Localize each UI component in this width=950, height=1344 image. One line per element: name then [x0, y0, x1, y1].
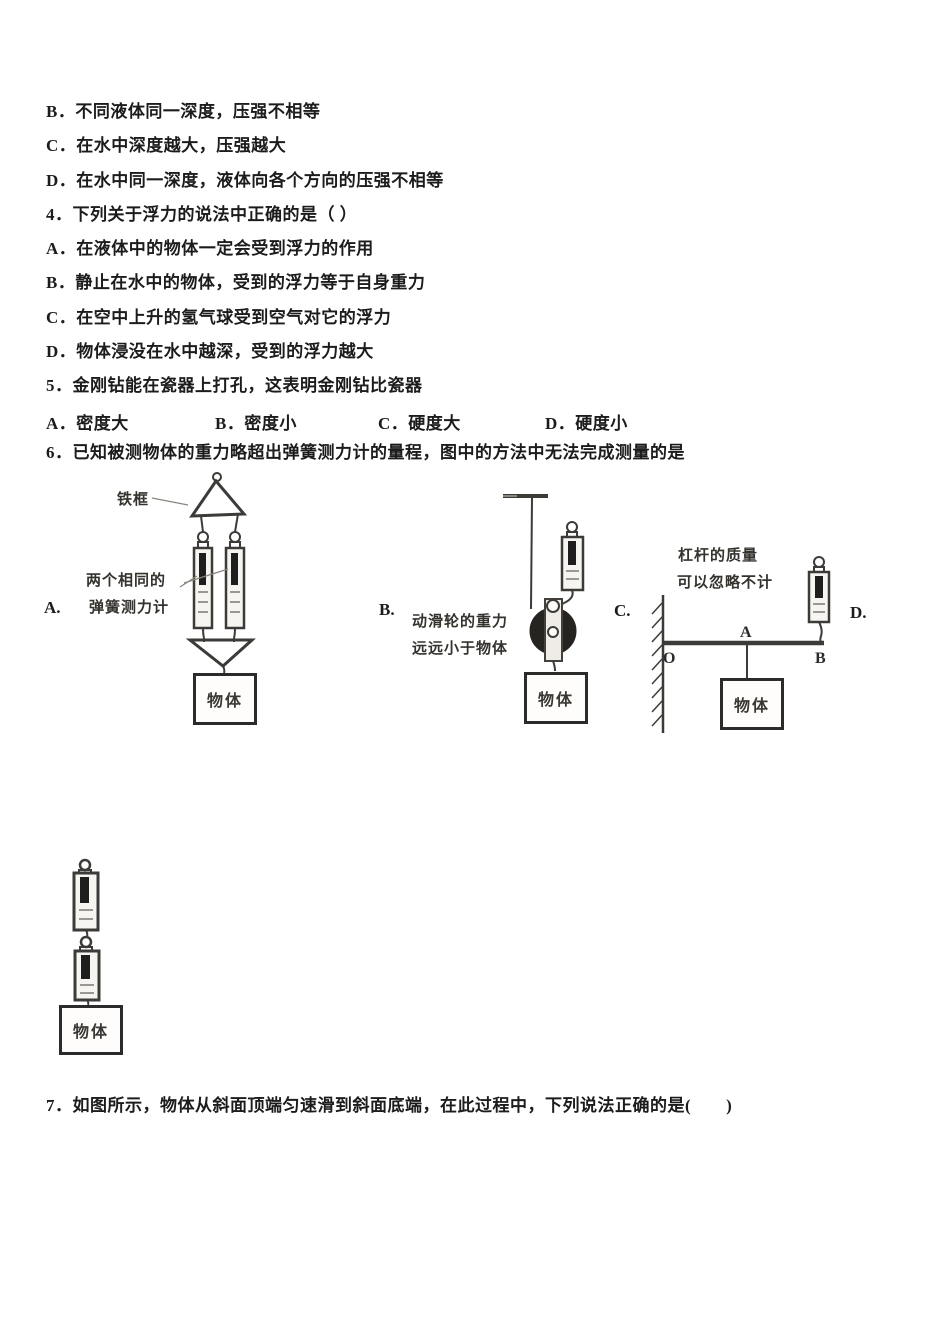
- q5-option-c: C．硬度大: [378, 414, 461, 433]
- spring-scale-bottom: [73, 935, 101, 1006]
- iron-frame-triangle: [189, 478, 248, 518]
- scale-hook: [556, 589, 574, 608]
- movable-pulley: [529, 598, 577, 672]
- q5-option-a: A．密度大: [46, 414, 129, 433]
- q5-option-d: D．硬度小: [545, 414, 628, 433]
- spring-scale: [556, 521, 585, 608]
- q4-option-b: B．静止在水中的物体，受到的浮力等于自身重力: [46, 273, 426, 292]
- fig-c-point-b: B: [815, 650, 826, 667]
- yoke-triangle: [185, 638, 256, 668]
- spring-scale-left: [192, 531, 214, 639]
- fig-b-note-2: 远远小于物体: [412, 641, 509, 657]
- q6-fig-d-letter: D.: [850, 603, 867, 622]
- q4-option-c: C．在空中上升的氢气球受到空气对它的浮力: [46, 308, 392, 327]
- figure-b-movable-pulley-diagram: [503, 494, 585, 672]
- q4-stem: 4．下列关于浮力的说法中正确的是（ ）: [46, 205, 358, 224]
- scale-hook: [818, 621, 824, 644]
- yoke-hook: [222, 665, 226, 674]
- prev-option-c: C．在水中深度越大，压强越大: [46, 136, 287, 155]
- figure-d-series-scales-diagram: [72, 858, 101, 1006]
- q4-option-d: D．物体浸没在水中越深，受到的浮力越大: [46, 342, 374, 361]
- scale-hook: [202, 627, 205, 639]
- prev-option-b: B．不同液体同一深度，压强不相等: [46, 102, 321, 121]
- q5-option-b: B．密度小: [215, 414, 297, 433]
- spring-scale: [807, 556, 831, 644]
- q4-option-a: A．在液体中的物体一定会受到浮力的作用: [46, 239, 374, 258]
- q6-fig-b-letter: B.: [379, 600, 395, 619]
- rope: [530, 497, 533, 610]
- wall: [651, 595, 665, 733]
- fig-c-object-box: 物体: [720, 678, 784, 730]
- pulley-hook: [552, 660, 556, 672]
- q5-stem: 5．金刚钻能在瓷器上打孔，这表明金刚钻比瓷器: [46, 376, 423, 395]
- prev-option-d: D．在水中同一深度，液体向各个方向的压强不相等: [46, 171, 444, 190]
- frame-top-loop: [212, 472, 222, 482]
- q6-fig-c-letter: C.: [614, 601, 631, 620]
- q7-stem: 7．如图所示，物体从斜面顶端匀速滑到斜面底端，在此过程中，下列说法正确的是( ): [46, 1096, 733, 1115]
- fig-a-object-box: 物体: [193, 673, 257, 725]
- fig-a-frame-label: 铁框: [117, 492, 150, 508]
- fig-b-object-box: 物体: [524, 672, 588, 724]
- fig-a-scales-label-1: 两个相同的: [86, 573, 167, 589]
- scale-hook: [233, 627, 236, 639]
- spring-scale-top: [72, 858, 100, 938]
- q6-stem: 6．已知被测物体的重力略超出弹簧测力计的量程，图中的方法中无法完成测量的是: [46, 443, 685, 462]
- fig-a-scales-label-2: 弹簧测力计: [89, 600, 170, 616]
- fig-b-note-1: 动滑轮的重力: [412, 614, 509, 630]
- scale-hook: [85, 929, 89, 938]
- q6-fig-a-letter: A.: [44, 598, 61, 617]
- fig-c-point-o: O: [663, 650, 676, 667]
- fig-d-object-box: 物体: [59, 1005, 123, 1055]
- spring-scale-right: [224, 531, 246, 639]
- fig-c-point-a: A: [740, 624, 752, 641]
- fig-c-note-1: 杠杆的质量: [678, 548, 759, 564]
- fig-c-note-2: 可以忽略不计: [677, 575, 774, 591]
